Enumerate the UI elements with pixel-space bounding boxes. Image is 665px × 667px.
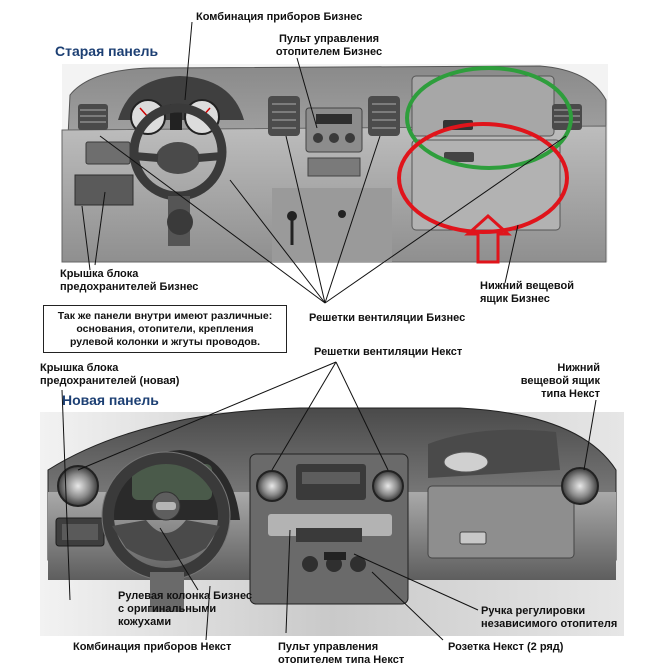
label-new-instrument-cluster: Комбинация приборов Некст bbox=[73, 641, 232, 653]
label-new-heater-knob: Ручка регулировки независимого отопителя bbox=[481, 605, 618, 630]
label-new-heater-control: Пульт управления отопителем типа Некст bbox=[278, 641, 405, 666]
label-old-instrument-cluster: Комбинация приборов Бизнес bbox=[196, 11, 363, 23]
label-new-fuse-cover: Крышка блока предохранителей (новая) bbox=[40, 362, 180, 387]
new-dashboard bbox=[40, 407, 624, 636]
old-panel-title: Старая панель bbox=[55, 43, 159, 59]
red-arrow-icon bbox=[464, 213, 512, 264]
label-old-vents: Решетки вентиляции Бизнес bbox=[309, 312, 466, 324]
label-new-steering-column: Рулевая колонка Бизнес с оригинальными к… bbox=[118, 590, 253, 628]
label-new-socket: Розетка Некст (2 ряд) bbox=[448, 641, 564, 653]
old-dashboard bbox=[61, 64, 608, 263]
differences-note: Так же панели внутри имеют различные: ос… bbox=[43, 305, 287, 353]
new-panel-title: Новая панель bbox=[62, 392, 159, 408]
label-old-heater-control: Пульт управления отопителем Бизнес bbox=[275, 33, 383, 58]
label-new-vents: Решетки вентиляции Некст bbox=[314, 346, 463, 358]
lower-box-highlight bbox=[397, 122, 569, 234]
leader-lines bbox=[61, 21, 597, 641]
label-old-fuse-cover: Крышка блока предохранителей Бизнес bbox=[60, 268, 199, 293]
upper-box-highlight bbox=[405, 66, 573, 170]
label-old-glovebox: Нижний вещевой ящик Бизнес bbox=[480, 280, 574, 305]
label-new-glovebox: Нижний вещевой ящик типа Некст bbox=[520, 362, 600, 400]
